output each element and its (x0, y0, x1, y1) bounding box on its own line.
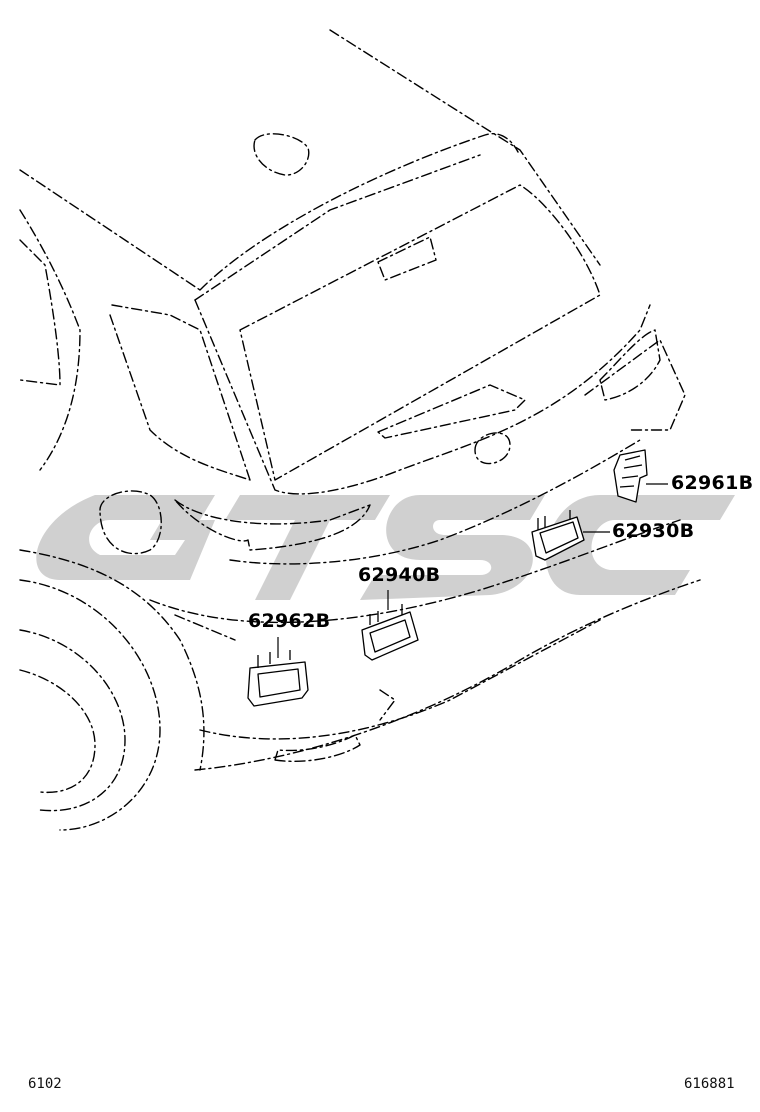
body-lower-side (19, 549, 205, 771)
watermark-letter-g (36, 495, 216, 580)
liftgate-side (111, 304, 251, 481)
part-label-62961B[interactable]: 62961B (671, 472, 754, 494)
rear-wiper (377, 384, 526, 439)
liftgate-lower (229, 439, 641, 565)
body-crease (174, 614, 236, 641)
part-62930B-drawing (531, 510, 585, 561)
side-window (109, 314, 251, 481)
rear-emblem (474, 432, 511, 465)
part-label-62930B[interactable]: 62930B (612, 520, 695, 542)
fuel-cap (99, 490, 162, 555)
part-62962B-drawing (247, 650, 309, 707)
body-side (19, 209, 81, 471)
footer-right-code: 616881 (684, 1076, 735, 1092)
rear-window (239, 184, 601, 481)
bumper-bottom (194, 579, 701, 771)
part-label-62962B[interactable]: 62962B (248, 610, 331, 632)
wheel-arch (19, 579, 161, 831)
reflector-strip (274, 734, 361, 763)
roof-edge (19, 169, 201, 291)
part-label-62940B[interactable]: 62940B (358, 564, 441, 586)
shark-antenna (253, 133, 310, 176)
watermark-letter-c (545, 495, 735, 595)
tail-lamp-right (599, 329, 661, 401)
watermark (36, 495, 735, 600)
vehicle-outline (19, 29, 701, 831)
bumper-lower (199, 619, 601, 740)
leader-lines (277, 483, 668, 658)
tail-lamp-left (174, 499, 371, 551)
footer-left-code: 6102 (28, 1076, 62, 1092)
wheel-inner (19, 669, 96, 794)
liftgate-outline (194, 299, 651, 495)
tail-lamp-right-outer (584, 339, 686, 431)
quarter-window (19, 239, 61, 386)
part-62940B-drawing (361, 604, 419, 661)
wheel (19, 629, 126, 812)
spoiler-top (194, 154, 481, 301)
watermark-letter-s (360, 495, 545, 600)
high-stop-lamp (377, 236, 437, 281)
roof-spoiler (199, 133, 519, 291)
part-62961B-drawing (613, 449, 648, 503)
roof-line (329, 29, 601, 266)
bumper-corner (379, 689, 396, 721)
watermark-letter-t (225, 495, 390, 600)
